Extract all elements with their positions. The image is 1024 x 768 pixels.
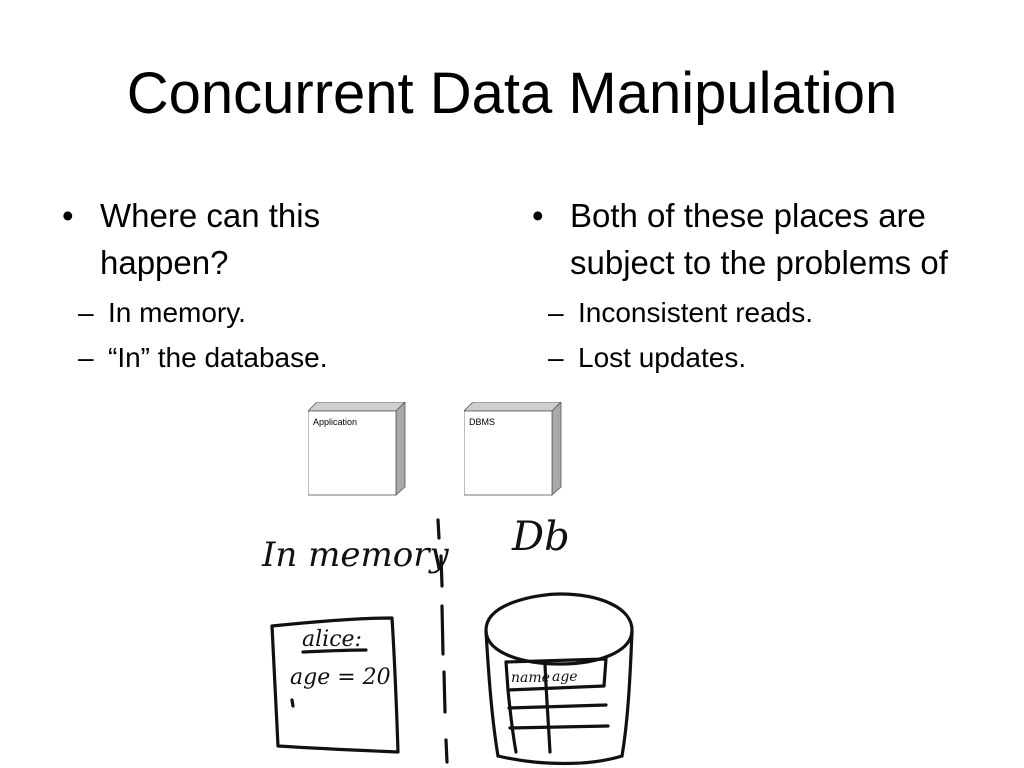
dbms-box: DBMS xyxy=(464,402,562,496)
table-row-lines xyxy=(507,703,610,730)
table-header-name: name xyxy=(511,670,550,686)
bullet-text: Where can this happen? xyxy=(100,197,321,281)
dash-marker: – xyxy=(78,297,94,328)
sub-item: – Inconsistent reads. xyxy=(532,295,962,331)
dash-marker: – xyxy=(548,342,564,373)
cylinder-bottom xyxy=(496,754,624,766)
bullet-item: • Where can this happen? xyxy=(62,192,442,286)
memory-note-line2: age = 20 xyxy=(290,665,391,690)
note-underline xyxy=(301,648,368,654)
sub-item-text: “In” the database. xyxy=(108,342,328,373)
table-header-age: age xyxy=(552,669,578,685)
left-column: • Where can this happen? – In memory. – … xyxy=(62,192,442,376)
box-label: Application xyxy=(313,417,358,427)
right-column: • Both of these places are subject to th… xyxy=(532,192,962,376)
bullet-marker: • xyxy=(62,197,74,234)
sub-list: – In memory. – “In” the database. xyxy=(62,295,442,376)
sketch-heading-left: In memory xyxy=(261,535,449,575)
sketch-heading-right: Db xyxy=(511,514,570,560)
box-shape xyxy=(464,402,562,496)
bullet-text: Both of these places are subject to the … xyxy=(570,197,948,281)
cylinder-top xyxy=(484,592,634,666)
table-left-line xyxy=(506,688,518,754)
sub-item: – “In” the database. xyxy=(62,340,442,376)
application-box: Application xyxy=(308,402,406,496)
sub-list: – Inconsistent reads. – Lost updates. xyxy=(532,295,962,376)
divider-stroke xyxy=(436,518,441,540)
bullet-item: • Both of these places are subject to th… xyxy=(532,192,962,286)
sub-item-text: Inconsistent reads. xyxy=(578,297,814,328)
dash-marker: – xyxy=(78,342,94,373)
slide-title: Concurrent Data Manipulation xyxy=(126,61,898,126)
memory-note-box xyxy=(270,616,400,754)
memory-note-line1: alice: xyxy=(302,627,362,652)
divider-stroke xyxy=(440,604,445,656)
dash-marker: – xyxy=(548,297,564,328)
cylinder-sides xyxy=(484,630,634,758)
bullet-marker: • xyxy=(532,197,544,234)
sub-item-text: In memory. xyxy=(108,297,246,328)
note-mark xyxy=(290,698,295,708)
sub-item-text: Lost updates. xyxy=(578,342,747,373)
table-divider xyxy=(543,662,552,754)
divider-stroke xyxy=(444,738,449,764)
divider-stroke xyxy=(439,554,444,588)
box-label: DBMS xyxy=(469,417,496,427)
sub-item: – In memory. xyxy=(62,295,442,331)
box-shape xyxy=(308,402,406,496)
divider-stroke xyxy=(442,670,447,714)
table-header xyxy=(504,657,608,692)
sub-item: – Lost updates. xyxy=(532,340,962,376)
